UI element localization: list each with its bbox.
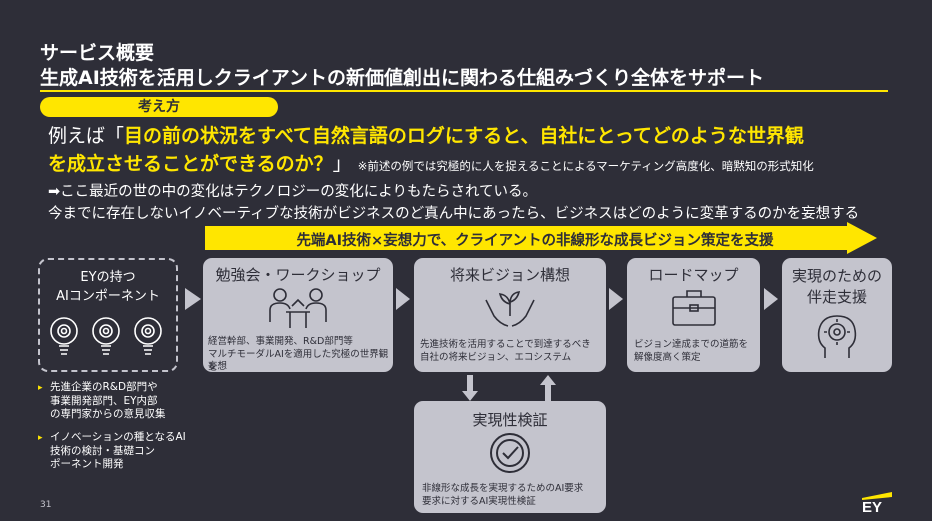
card-support-title-line1: 実現のための — [791, 267, 882, 285]
bullet-2-line2: 技術の検討・基礎コン — [50, 445, 155, 457]
ai-components-title: EYの持つ AIコンポーネント — [38, 268, 178, 306]
card-support: 実現のための 伴走支援 — [782, 258, 892, 372]
example-note: ※前述の例では究極的に人を捉えることによるマーケティング高度化、暗黙知の形式知化 — [357, 159, 814, 173]
bullet-1-line1: 先進企業のR&D部門や — [50, 381, 158, 393]
head-gear-icon — [817, 315, 857, 358]
page-title-line1: サービス概要 — [40, 42, 155, 64]
card-roadmap-desc1: ビジョン達成までの道筋を — [634, 339, 749, 350]
card-support-title-line2: 伴走支援 — [806, 288, 867, 306]
example-highlight2: を成立させることができるのか？ — [48, 153, 333, 175]
briefcase-icon — [672, 290, 716, 326]
page-number: 31 — [40, 500, 52, 510]
bullet-marker: ▸ — [38, 383, 43, 393]
example-highlight1: 目の前の状況をすべて自然言語のログにすると、自社にとってどのような世界観 — [124, 125, 804, 147]
card-feasibility-title: 実現性検証 — [472, 411, 548, 429]
card-roadmap: ロードマップ ビジョン達成までの道筋を 解像度高く策定 — [627, 258, 760, 372]
flow-arrow-2 — [396, 288, 410, 310]
card-workshop-title: 勉強会・ワークショップ — [215, 266, 381, 284]
ai-components-title-line1: EYの持つ — [80, 270, 136, 285]
card-vision-desc2: 自社の将来ビジョン、エコシステム — [420, 352, 572, 363]
banner-arrow — [205, 222, 877, 254]
hands-plant-icon — [485, 291, 535, 327]
ai-components-bullet-1: ▸ 先進企業のR&D部門や 事業開発部門、EY内部 の専門家からの意見収集 — [38, 381, 188, 420]
title-divider — [40, 90, 888, 92]
card-workshop-desc1: 経営幹部、事業開発、R&D部門等 — [208, 336, 353, 347]
card-roadmap-title: ロードマップ — [648, 266, 739, 284]
flow-arrow-4 — [764, 288, 778, 310]
bullet-2-line1: イノベーションの種となるAI — [50, 431, 186, 443]
card-feasibility: 実現性検証 非線形な成長を実現するためのAI要求 要求に対するAI実現性検証 — [414, 401, 606, 513]
bullet-1-line3: の専門家からの意見収集 — [50, 408, 166, 420]
card-support-title: 実現のための 伴走支援 — [782, 266, 892, 308]
card-workshop-desc2: マルチモーダルAIを適用した究極の世界観を — [208, 349, 389, 373]
bullet-marker: ▸ — [38, 433, 43, 443]
card-vision-title: 将来ビジョン構想 — [449, 266, 570, 284]
card-feasibility-desc1: 非線形な成長を実現するためのAI要求 — [422, 483, 584, 494]
page-title-line2: 生成AI技術を活用しクライアントの新価値創出に関わる仕組みづくり全体をサポート — [40, 67, 765, 89]
body-line3: ➡ここ最近の世の中の変化はテクノロジーの変化によりもたらされている。 — [48, 184, 538, 200]
card-vision: 将来ビジョン構想 先進技術を活用することで到達するべき 自社の将来ビジョン、エコ… — [414, 258, 606, 372]
card-workshop-desc3: 妄想 — [208, 361, 228, 372]
gear-bulb-icon — [50, 317, 162, 355]
ey-logo: EY — [860, 492, 894, 516]
check-badge-icon — [490, 433, 530, 473]
flow-arrow-3 — [609, 288, 623, 310]
card-workshop: 勉強会・ワークショップ 経営幹部、事業開発、R&D部門等 マルチモーダルAIを適… — [203, 258, 393, 373]
ey-logo-text: EY — [862, 499, 883, 516]
body-line4: 今までに存在しないイノベーティブな技術がビジネスのど真ん中にあったら、ビジネスは… — [48, 206, 860, 222]
approach-pill: 考え方 — [40, 97, 278, 117]
flow-arrow-1 — [185, 288, 201, 310]
ey-logo-bar — [862, 492, 892, 500]
up-arrow — [540, 375, 556, 401]
banner-text: 先端AI技術×妄想力で、クライアントの非線形な成長ビジョン策定を支援 — [296, 233, 774, 249]
card-vision-desc1: 先進技術を活用することで到達するべき — [420, 339, 591, 350]
card-roadmap-desc2: 解像度高く策定 — [634, 352, 701, 363]
bullet-1-line2: 事業開発部門、EY内部 — [50, 395, 158, 407]
ai-components-box — [38, 258, 178, 372]
ai-components-bullet-2: ▸ イノベーションの種となるAI 技術の検討・基礎コン ポーネント開発 — [38, 431, 188, 470]
example-line1: 例えば「目の前の状況をすべて自然言語のログにすると、自社にとってどのような世界観 — [48, 121, 804, 148]
bullet-2-line3: ポーネント開発 — [50, 458, 124, 470]
example-suffix: 」 — [332, 153, 352, 175]
card-feasibility-desc2: 要求に対するAI実現性検証 — [422, 496, 536, 507]
example-prefix: 例えば「 — [48, 125, 125, 147]
down-arrow — [462, 375, 478, 401]
meeting-people-icon — [269, 288, 327, 328]
example-line2: を成立させることができるのか？」 ※前述の例では究極的に人を捉えることによるマー… — [48, 149, 814, 176]
ai-components-title-line2: AIコンポーネント — [56, 289, 160, 304]
